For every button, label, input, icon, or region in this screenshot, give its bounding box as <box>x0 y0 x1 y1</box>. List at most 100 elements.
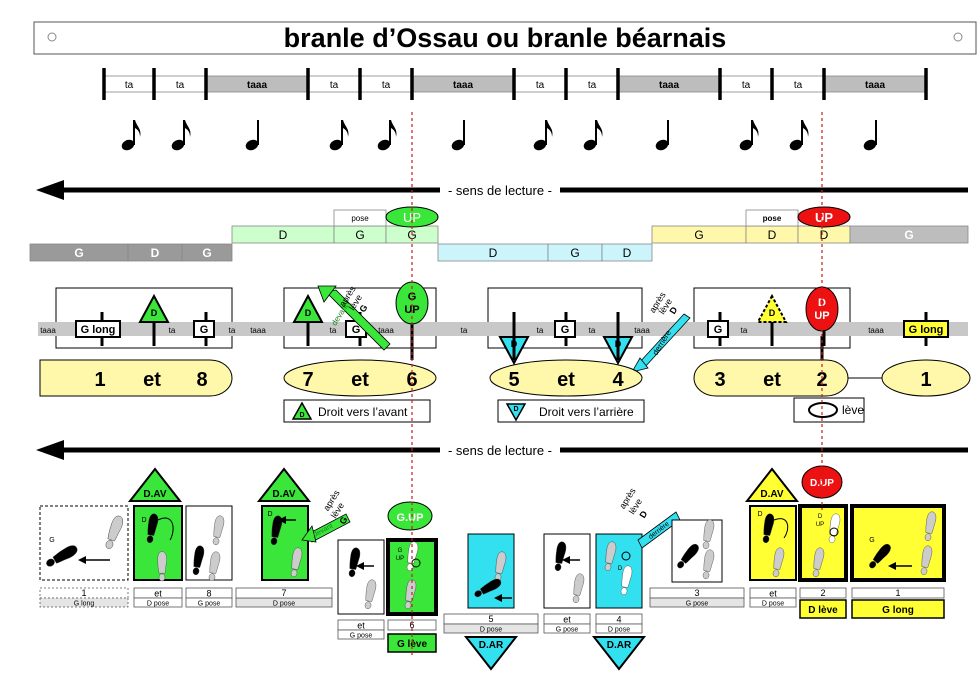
reading-label-bottom: - sens de lecture - <box>448 443 552 458</box>
g-up-label: G.UP <box>397 512 424 524</box>
curve-arrow <box>157 517 174 541</box>
step-label: D <box>489 246 498 260</box>
caption-count-box-4 <box>235 587 333 599</box>
foot-letter-d: D <box>618 566 623 572</box>
rhythm-label: ta <box>125 80 134 91</box>
caption-sub-10: D pose <box>762 601 784 608</box>
foot-letter-d: D <box>818 514 823 520</box>
caption-sub-12: G long <box>882 605 914 616</box>
lift-mark <box>829 527 839 537</box>
step-label: G <box>202 246 211 260</box>
quarter-note <box>449 120 467 153</box>
curve-arrow <box>773 518 789 539</box>
eighth-note <box>581 120 603 153</box>
count-3: 7 <box>302 369 313 391</box>
count-8: 4 <box>612 369 624 391</box>
g-mark-label: G <box>352 324 361 336</box>
apres-d-2: D <box>667 305 679 316</box>
move-arrow-head <box>494 594 502 602</box>
reading-arrow-bottom-head <box>36 440 64 460</box>
caption-count-10: et <box>769 589 777 599</box>
rhythm-label: taaa <box>453 80 473 91</box>
legend-forward-box <box>283 399 431 423</box>
foot-letter-d: D <box>141 517 146 524</box>
lift-mark <box>621 551 631 561</box>
legend-backward-label: Droit vers l’arrière <box>539 405 634 419</box>
tri-dav-1-label: D.AV <box>143 489 166 500</box>
d-up-label: D.UP <box>810 478 834 489</box>
count-band-2 <box>283 359 437 397</box>
caption-count-11: 2 <box>820 588 825 598</box>
eighth-note <box>787 120 809 153</box>
move-arrow-head <box>888 562 896 570</box>
count-10: et <box>763 369 781 391</box>
track-tick-label: taaa <box>868 326 884 335</box>
g-long-right-box <box>903 320 949 338</box>
track-tick-label: ta <box>589 326 596 335</box>
pose-label-2: pose <box>763 214 782 223</box>
eighth-note <box>119 120 141 153</box>
caption-sub-1: D pose <box>147 601 169 608</box>
legend-forward-tri <box>291 401 313 420</box>
reading-label-bottom-bg <box>440 442 560 458</box>
panel-1 <box>39 505 129 581</box>
tri-dar-2 <box>591 636 647 671</box>
track-tick-label: taaa <box>634 326 650 335</box>
panel-3 <box>185 505 233 581</box>
title-right-ornament <box>953 32 963 42</box>
legend-backward-d: D <box>513 406 518 413</box>
caption-count-box-12 <box>799 587 847 599</box>
caption-count-2: 8 <box>206 589 211 599</box>
rhythm-label: ta <box>382 80 391 91</box>
up-red-d: D <box>818 297 826 309</box>
g-mark-label: G <box>200 324 209 336</box>
step-label: D <box>820 228 829 242</box>
g-mark-box <box>707 320 729 338</box>
legend-forward-d: D <box>299 412 304 419</box>
caption-sub-5: G lève <box>397 639 427 650</box>
move-arrow-head <box>356 562 364 570</box>
step-label: G <box>355 228 364 242</box>
rhythm-label: ta <box>742 80 751 91</box>
track-tick-label: ta <box>741 326 748 335</box>
caption-sub-box <box>595 623 643 634</box>
step-label: G <box>694 228 703 242</box>
title-left-ornament <box>47 32 57 42</box>
caption-count-8: 4 <box>616 615 621 625</box>
move-arrow-head <box>278 516 286 524</box>
track-tick-label: ta <box>229 326 236 335</box>
caption-count-9: 3 <box>694 588 699 598</box>
caption-sub-box-10 <box>649 597 745 608</box>
legend-lift-oval <box>808 402 838 418</box>
rhythm-label: ta <box>176 80 185 91</box>
g-long-left-box <box>75 320 121 338</box>
track-tick-label: ta <box>169 326 176 335</box>
caption-sub-0: G long <box>74 601 95 608</box>
reading-label-top: - sens de lecture - <box>448 183 552 198</box>
foot-letter-d: D <box>267 511 272 518</box>
arrow-derriere-head <box>631 357 649 373</box>
tri-dav-3-label: D.AV <box>760 489 783 500</box>
caption-count-4: et <box>357 621 365 631</box>
count-1: et <box>143 369 161 391</box>
quarter-note <box>861 120 879 153</box>
legend-backward-box <box>497 399 645 423</box>
tri-dar-1-label: D.AR <box>479 640 504 651</box>
caption-sub-7: G pose <box>556 627 579 634</box>
g-mark-box <box>554 320 576 338</box>
g-mark-box <box>193 320 215 338</box>
caption-sub-6: D pose <box>480 627 502 634</box>
caption-sub-box-13 <box>851 599 945 619</box>
pose-label-1: pose <box>351 214 369 223</box>
rhythm-label: taaa <box>247 80 267 91</box>
rhythm-label: ta <box>536 80 545 91</box>
tri-forward <box>138 293 170 323</box>
caption-sub-box <box>133 597 183 608</box>
legend-lift-label: lève <box>842 403 864 417</box>
eighth-note <box>169 120 191 153</box>
step-label: D <box>768 228 777 242</box>
count-band-1 <box>39 359 233 397</box>
page-title: branle d’Ossau ou branle béarnais <box>284 23 727 53</box>
caption-sub-9: G pose <box>686 601 709 608</box>
